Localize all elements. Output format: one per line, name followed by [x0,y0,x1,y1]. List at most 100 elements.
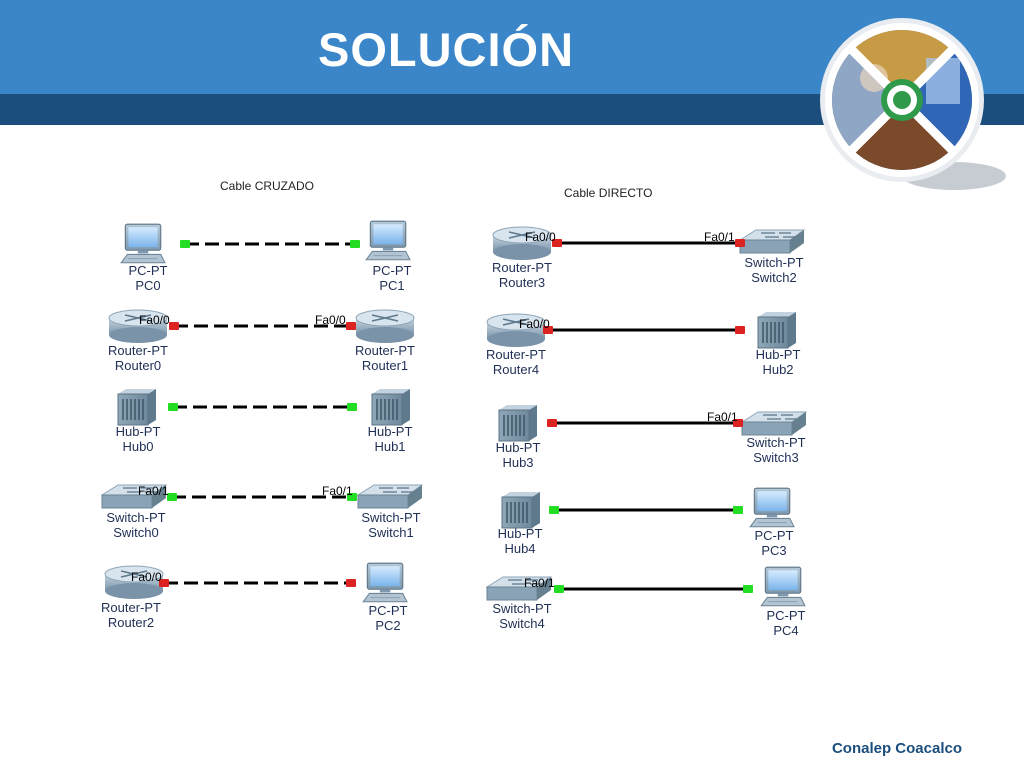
device-model-label: Switch-PT [361,510,420,525]
device-model-label: Hub-PT [116,424,161,439]
device-model-label: Switch-PT [746,435,805,450]
link-light-up [554,585,564,593]
port-label: Fa0/0 [315,313,346,327]
device-name-label: PC0 [135,278,160,293]
link-light-down [159,579,169,587]
link-light-up [743,585,753,593]
footer-brand: Conalep Coacalco [831,740,962,757]
link-light-up [350,240,360,248]
device-model-label: Hub-PT [496,440,541,455]
device-model-label: Router-PT [492,260,552,275]
port-label: Fa0/0 [131,570,162,584]
link-light-down [733,419,743,427]
device-name-label: Hub4 [504,541,535,556]
pc-icon [362,562,408,603]
device-name-label: Router0 [115,358,161,373]
device-model-label: Router-PT [108,343,168,358]
pc-icon [120,223,166,264]
link-light-up [549,506,559,514]
slide-title: SOLUCIÓN [318,23,575,76]
device-name-label: Hub3 [502,455,533,470]
straight-through-group-label: Cable DIRECTO [564,186,652,200]
device-name-label: Switch0 [113,525,159,540]
port-label: Fa0/0 [139,313,170,327]
device-name-label: PC4 [773,623,798,638]
device-name-label: Switch2 [751,270,797,285]
port-label: Fa0/0 [519,317,550,331]
switch-icon [739,229,805,254]
link-light-down [552,239,562,247]
links-layer [164,241,748,591]
device-name-label: Router1 [362,358,408,373]
link-light-down [735,239,745,247]
link-light-up [347,403,357,411]
crossover-group-label: Cable CRUZADO [220,179,314,193]
device-model-label: Switch-PT [106,510,165,525]
device-name-label: Hub2 [762,362,793,377]
link-light-down [735,326,745,334]
port-label: Fa0/1 [138,484,169,498]
device-model-label: Router-PT [355,343,415,358]
hub-icon [117,388,157,426]
device-name-label: PC1 [379,278,404,293]
conalep-logo [820,18,1006,190]
device-name-label: Router2 [108,615,154,630]
device-name-label: Switch3 [753,450,799,465]
device-name-label: Switch1 [368,525,414,540]
device-model-label: PC-PT [129,263,168,278]
link-light-up [347,493,357,501]
device-name-label: Router3 [499,275,545,290]
link-light-up [167,493,177,501]
device-name-label: Switch4 [499,616,545,631]
device-model-label: Hub-PT [368,424,413,439]
port-label: Fa0/1 [524,576,555,590]
device-model-label: PC-PT [373,263,412,278]
pc-icon [760,566,806,607]
device-name-label: PC2 [375,618,400,633]
router-icon [355,309,415,344]
link-light-down [169,322,179,330]
port-label: Fa0/0 [525,230,556,244]
link-light-down [346,579,356,587]
device-name-label: PC3 [761,543,786,558]
link-light-up [733,506,743,514]
link-light-down [346,322,356,330]
port-label: Fa0/1 [707,410,738,424]
device-model-label: PC-PT [755,528,794,543]
link-light-up [180,240,190,248]
hub-icon [371,388,411,426]
device-model-label: Router-PT [101,600,161,615]
device-model-label: PC-PT [369,603,408,618]
pc-icon [365,220,411,261]
device-name-label: Hub0 [122,439,153,454]
link-lights-layer [159,239,753,593]
device-model-label: Hub-PT [756,347,801,362]
device-model-label: Router-PT [486,347,546,362]
hub-icon [757,311,797,349]
hub-icon [498,404,538,442]
devices-layer: PC-PTPC0PC-PTPC1Router-PTRouter0Router-P… [101,220,807,638]
device-model-label: PC-PT [767,608,806,623]
